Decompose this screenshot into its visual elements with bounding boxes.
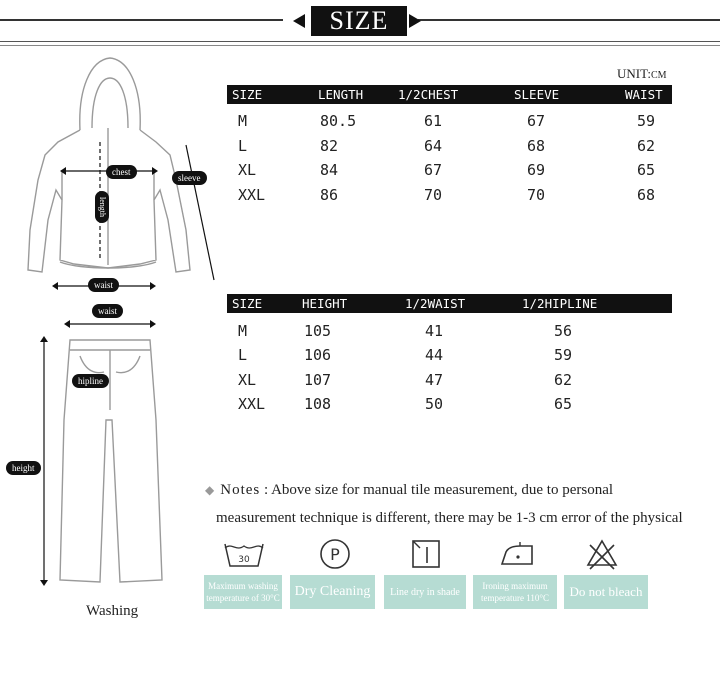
care-label-iron: Ironing maximum temperature 110°C <box>473 575 557 609</box>
no-bleach-icon <box>586 539 618 570</box>
jacket-header-sleeve: SLEEVE <box>514 87 560 102</box>
hipline-label: hipline <box>72 374 109 388</box>
pants-header-height: HEIGHT <box>302 296 348 311</box>
jacket-cell: 68 <box>637 186 656 204</box>
chest-label: chest <box>106 165 137 179</box>
jacket-header-length: LENGTH <box>318 87 364 102</box>
jacket-table-header: SIZE LENGTH 1/2CHEST SLEEVE WAIST <box>227 85 672 104</box>
care-iron-line1: Ironing maximum <box>482 581 548 591</box>
pants-cell: 41 <box>425 322 444 340</box>
dry-clean-letter: P <box>330 545 340 564</box>
jacket-cell: 62 <box>637 137 656 155</box>
jacket-cell: 70 <box>424 186 443 204</box>
jacket-cell: M <box>238 112 248 130</box>
pants-header-size: SIZE <box>232 296 263 311</box>
pants-cell: 47 <box>425 371 444 389</box>
page-title: SIZE <box>311 6 407 36</box>
header-rule-left-bottom <box>0 41 720 42</box>
jacket-cell: 67 <box>527 112 546 130</box>
pants-cell: M <box>238 322 248 340</box>
jacket-cell: 68 <box>527 137 546 155</box>
iron-110-icon <box>500 542 533 565</box>
pants-illustration <box>40 320 163 586</box>
care-no-bleach-text: Do not bleach <box>569 584 643 599</box>
header-rule-left-top <box>0 19 283 21</box>
care-line-dry-text: Line dry in shade <box>390 586 460 598</box>
jacket-cell: XL <box>238 161 257 179</box>
care-label-no-bleach: Do not bleach <box>564 575 648 609</box>
care-label-line-dry: Line dry in shade <box>384 575 466 609</box>
height-label: height <box>6 461 41 475</box>
care-label-dry-clean: Dry Cleaning <box>290 575 375 609</box>
wash-30-icon: 30 <box>224 543 264 567</box>
care-wash-line1: Maximum washing <box>208 581 278 591</box>
pants-cell: 59 <box>554 346 573 364</box>
unit-label-text: UNIT: <box>617 66 652 81</box>
jacket-cell: 82 <box>320 137 339 155</box>
jacket-cell: 65 <box>637 161 656 179</box>
pants-cell: 56 <box>554 322 573 340</box>
pants-cell: 107 <box>304 371 332 389</box>
jacket-header-waist: WAIST <box>625 87 663 102</box>
unit-value: CM <box>651 70 667 81</box>
diamond-bullet-icon: ◆ <box>205 483 215 497</box>
notes-line-2: measurement technique is different, ther… <box>216 510 683 526</box>
length-label: length <box>95 191 109 223</box>
pants-header-hipline: 1/2HIPLINE <box>522 296 598 311</box>
jacket-cell: 70 <box>527 186 546 204</box>
pants-header-waist: 1/2WAIST <box>405 296 466 311</box>
pants-cell: 62 <box>554 371 573 389</box>
wash-temp-text: 30 <box>238 555 250 565</box>
dry-clean-p-icon: P <box>320 539 350 569</box>
unit-label: UNIT:CM <box>617 66 667 82</box>
header-rule-left-bottom2 <box>0 45 720 46</box>
sleeve-label: sleeve <box>172 171 207 185</box>
pants-cell: 44 <box>425 346 444 364</box>
care-dry-clean-text: Dry Cleaning <box>294 584 371 599</box>
pants-cell: XL <box>238 371 257 389</box>
pants-waist-label: waist <box>92 304 123 318</box>
jacket-cell: 64 <box>424 137 443 155</box>
line-dry-shade-icon <box>412 540 440 568</box>
jacket-cell: 80.5 <box>320 112 357 130</box>
jacket-cell: 61 <box>424 112 443 130</box>
washing-label: Washing <box>86 603 139 619</box>
care-label-wash: Maximum washing temperature of 30°C <box>204 575 282 609</box>
care-iron-line2: temperature 110°C <box>481 593 549 603</box>
jacket-cell: 67 <box>424 161 443 179</box>
notes-line-1: ◆ Notes : Above size for manual tile meas… <box>205 482 613 499</box>
pants-cell: L <box>238 346 248 364</box>
jacket-cell: 69 <box>527 161 546 179</box>
jacket-header-chest: 1/2CHEST <box>398 87 459 102</box>
pants-cell: 108 <box>304 395 332 413</box>
care-wash-line2: temperature of 30°C <box>206 593 280 603</box>
pants-cell: 65 <box>554 395 573 413</box>
header-rule-right-top <box>418 19 720 21</box>
pants-table-header: SIZE HEIGHT 1/2WAIST 1/2HIPLINE <box>227 294 672 313</box>
jacket-waist-label: waist <box>88 278 119 292</box>
title-arrow-left <box>293 14 305 28</box>
title-arrow-right <box>409 14 421 28</box>
jacket-cell: XXL <box>238 186 266 204</box>
pants-cell: 106 <box>304 346 332 364</box>
notes-label: Notes <box>220 482 261 498</box>
jacket-cell: 59 <box>637 112 656 130</box>
notes-text-1: : Above size for manual tile measurement… <box>263 482 614 498</box>
jacket-cell: L <box>238 137 248 155</box>
pants-cell: XXL <box>238 395 266 413</box>
pants-cell: 50 <box>425 395 444 413</box>
jacket-header-size: SIZE <box>232 87 263 102</box>
jacket-cell: 86 <box>320 186 339 204</box>
pants-cell: 105 <box>304 322 332 340</box>
jacket-cell: 84 <box>320 161 339 179</box>
